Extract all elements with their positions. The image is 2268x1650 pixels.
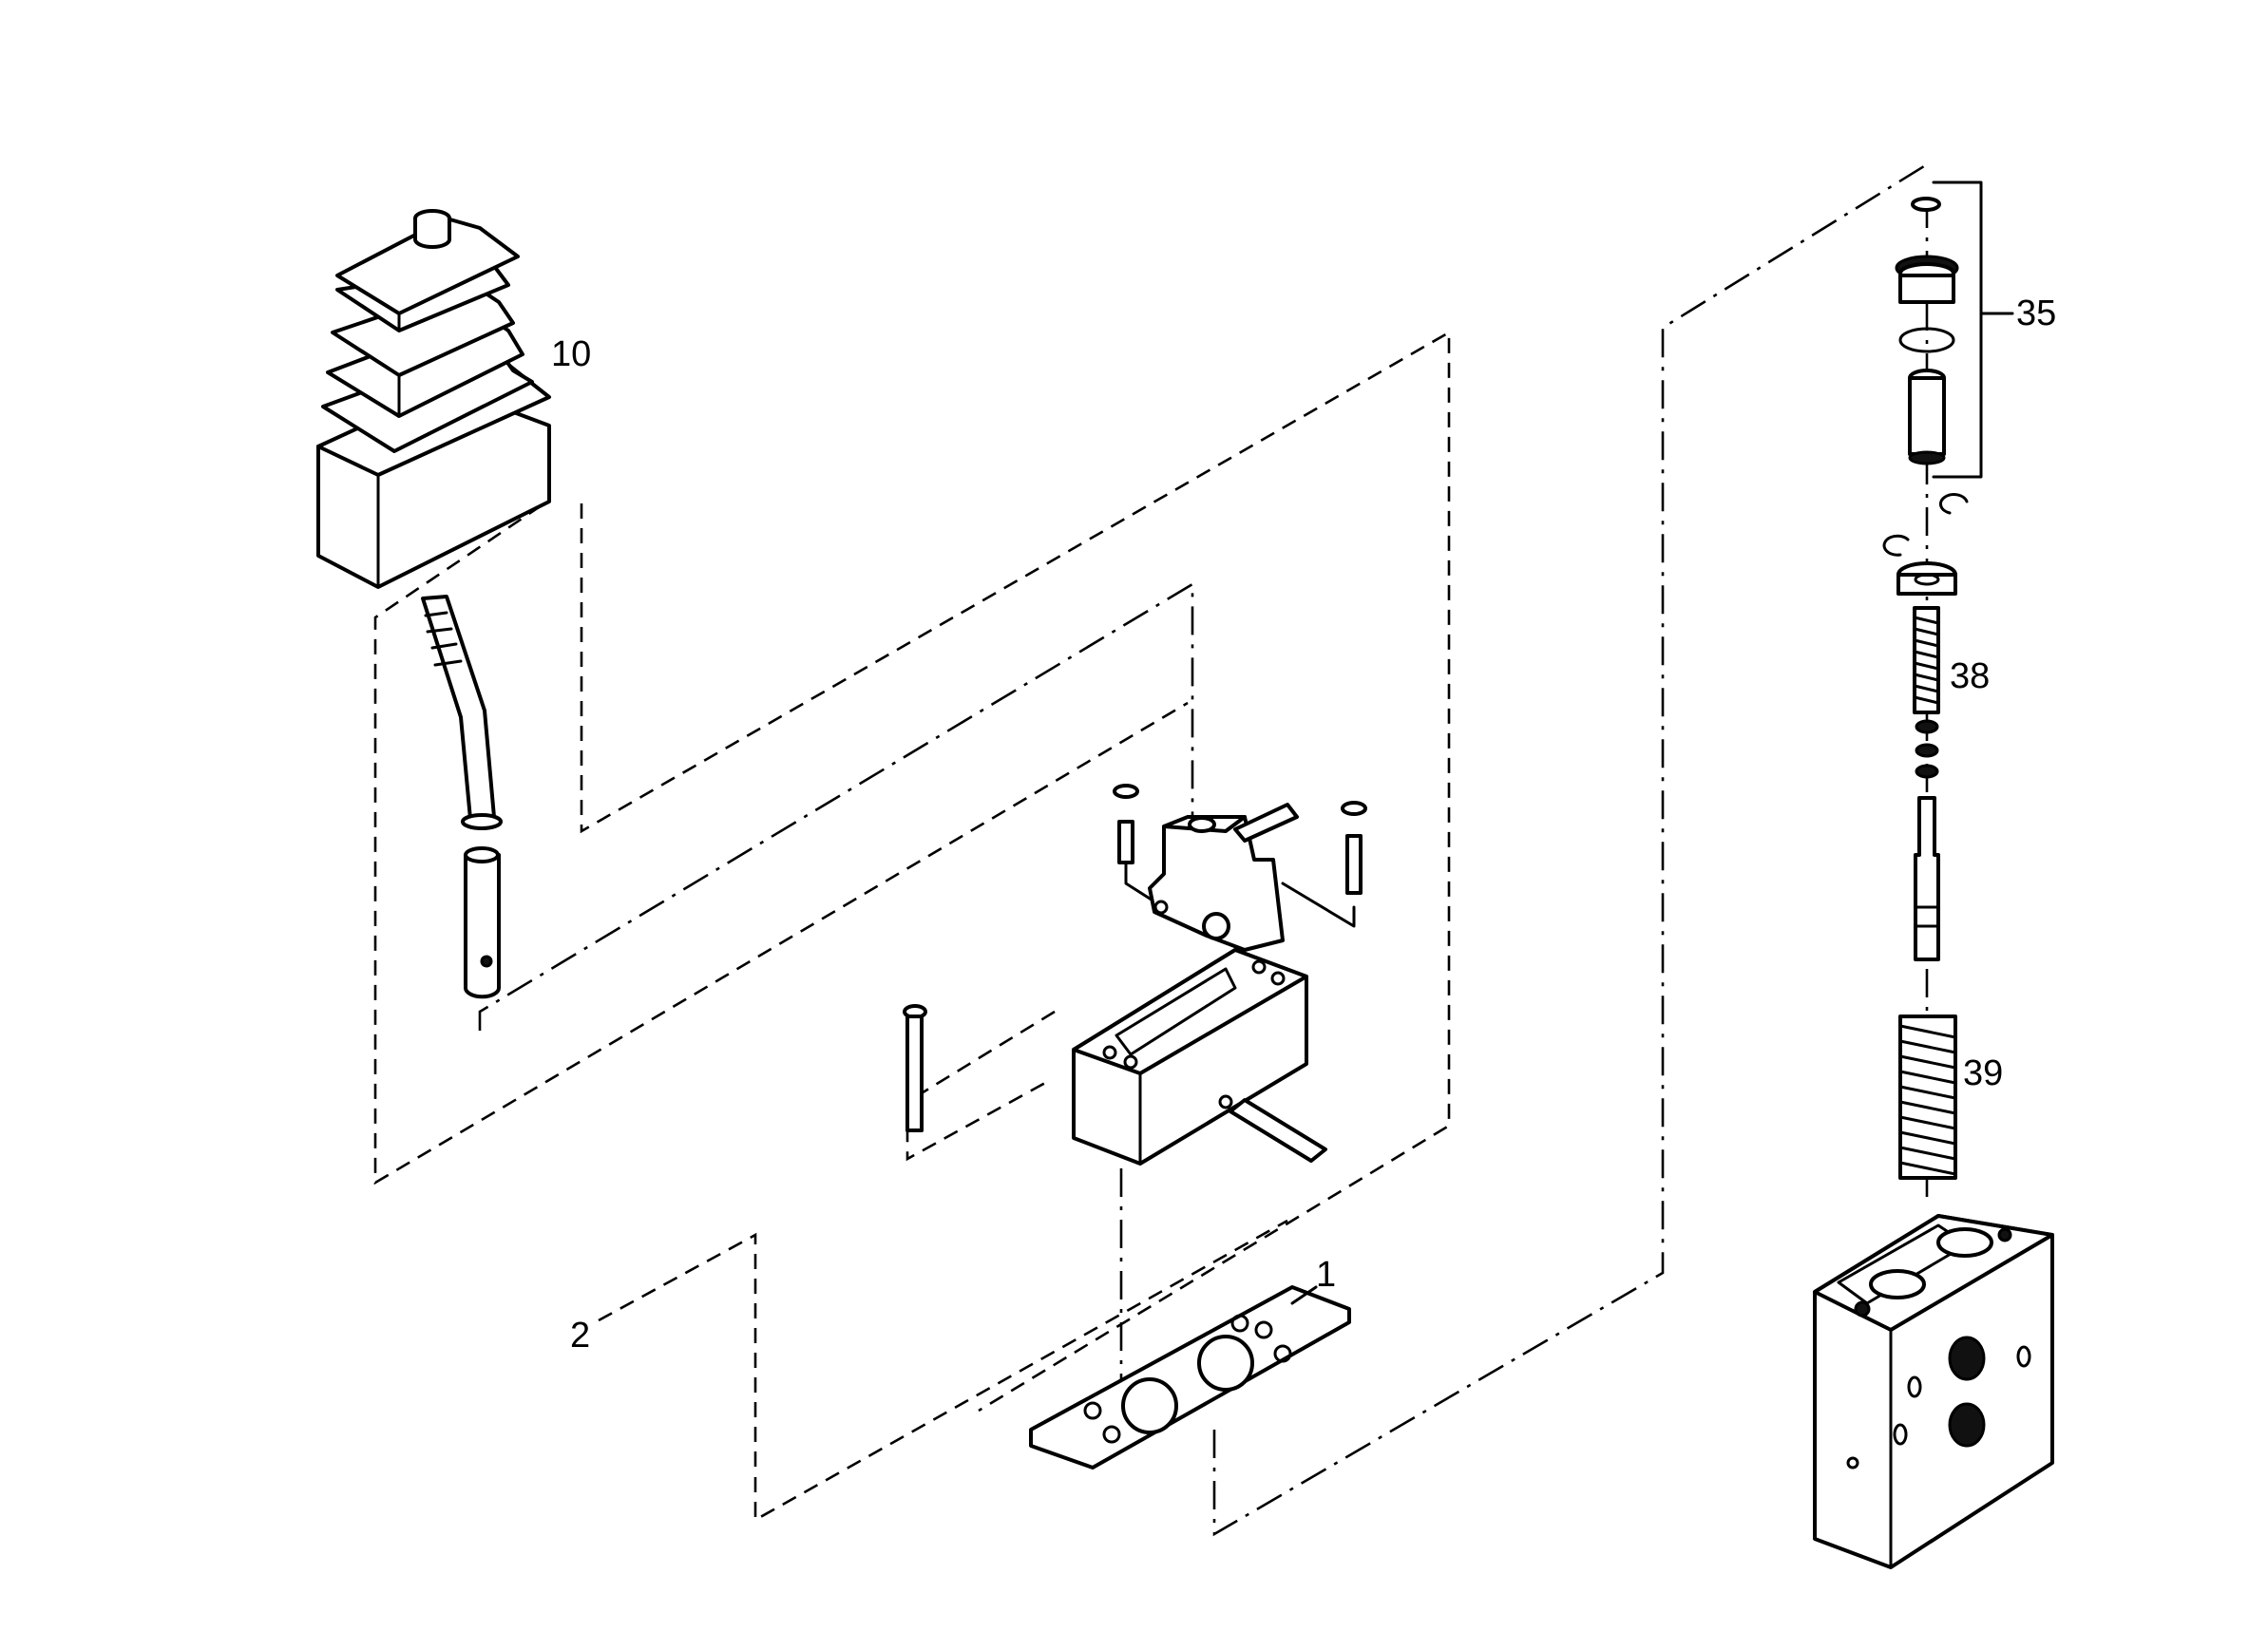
plunger-spring (1913, 606, 1940, 779)
control-spool (1914, 796, 1940, 961)
callout-10: 10 (551, 334, 591, 374)
flange-bolt (903, 1004, 927, 1132)
callout-labels: 1 2 10 35 38 39 (551, 294, 2056, 1356)
pivot-pin (1233, 803, 1299, 843)
callout-39: 39 (1963, 1053, 2003, 1093)
callout-38: 38 (1950, 656, 1990, 696)
circlip (1882, 493, 1969, 596)
base-plate (1029, 1285, 1351, 1470)
roll-pin (1229, 1098, 1327, 1163)
control-lever (421, 595, 503, 999)
return-spring (1898, 1015, 1957, 1180)
callout-1: 1 (1316, 1255, 1336, 1295)
valve-cap-assembly (1895, 197, 1959, 465)
bracket-screw-left (1113, 784, 1139, 864)
valve-body (1813, 1214, 2054, 1569)
housing-block (1072, 948, 1308, 1166)
callout-35: 35 (2016, 294, 2056, 333)
rubber-boot (316, 209, 551, 589)
pivot-housing (1148, 815, 1285, 952)
callout-2: 2 (570, 1316, 590, 1356)
bracket-screw-right (1341, 801, 1367, 895)
